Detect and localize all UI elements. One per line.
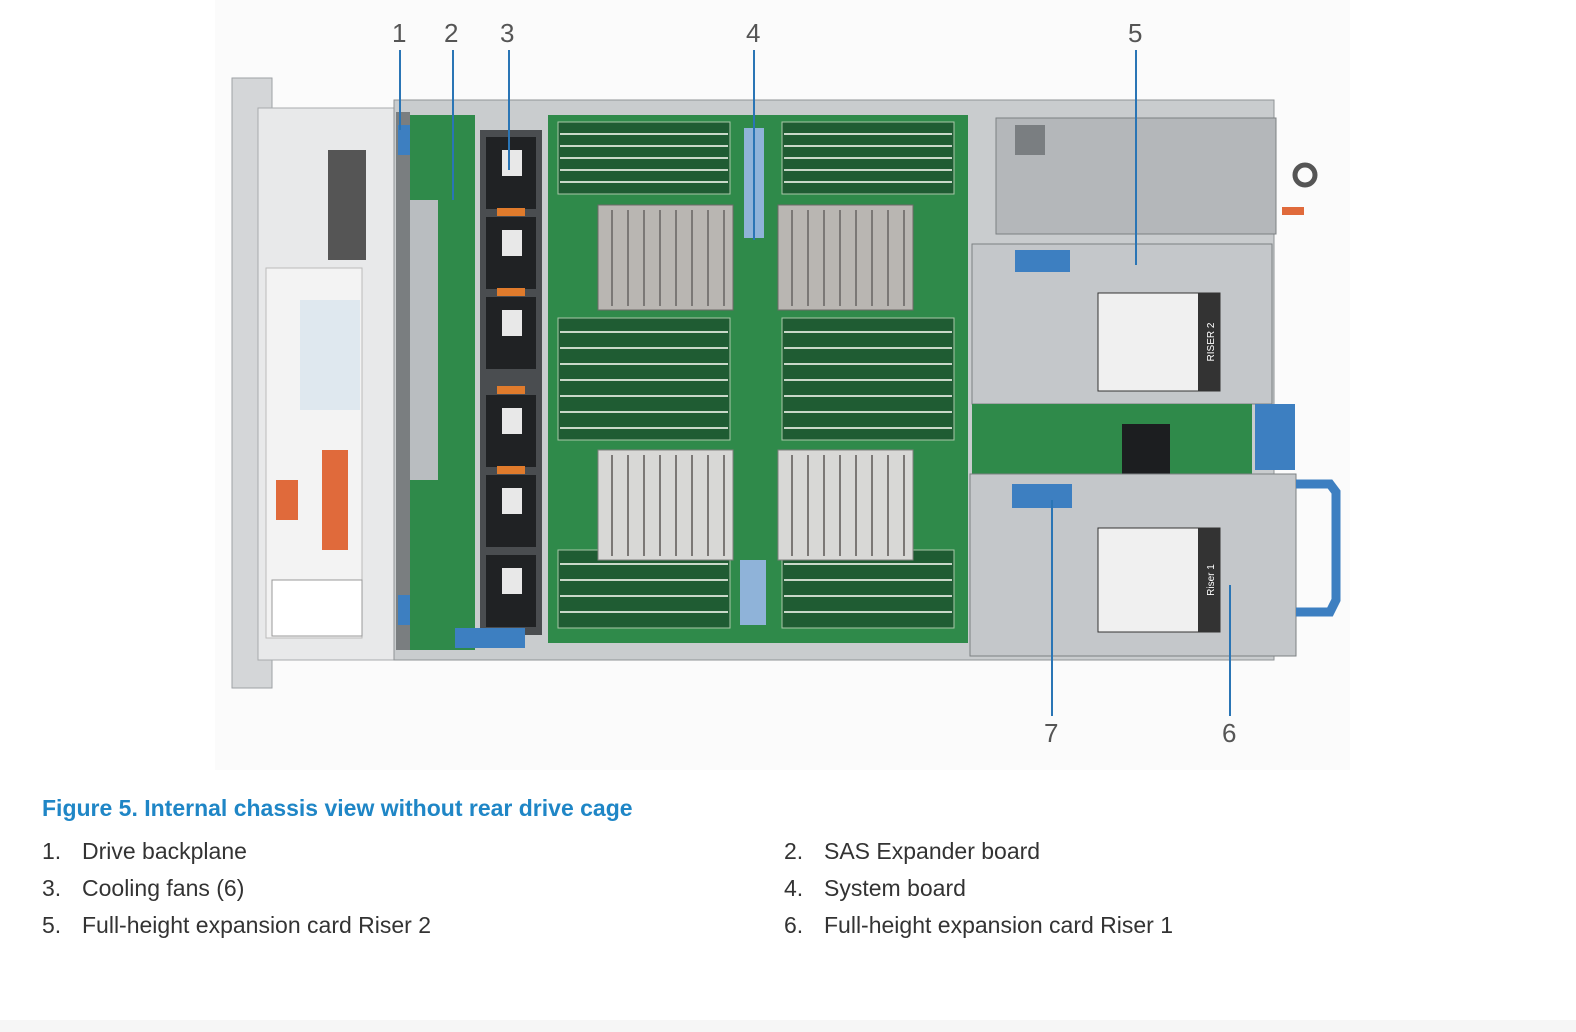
callout-7: 7 bbox=[1044, 718, 1059, 748]
chassis-illustration: RISER 2 Riser 1 bbox=[231, 50, 1341, 716]
legend-number: 4. bbox=[784, 875, 804, 901]
riser-1-cage: Riser 1 bbox=[969, 473, 1341, 657]
legend-item: 6. Full-height expansion card Riser 1 bbox=[784, 912, 1173, 939]
callout-2: 2 bbox=[444, 18, 459, 48]
legend-number: 6. bbox=[784, 912, 804, 938]
legend-label: SAS Expander board bbox=[824, 838, 1041, 864]
front-bezel bbox=[231, 77, 395, 689]
legend-label: Drive backplane bbox=[82, 838, 247, 864]
legend-item: 3. Cooling fans (6) bbox=[42, 875, 244, 902]
figure-caption: Figure 5. Internal chassis view without … bbox=[42, 795, 633, 821]
legend-label: Cooling fans (6) bbox=[82, 875, 245, 901]
legend-number: 2. bbox=[784, 838, 804, 864]
cooling-fan-cage bbox=[455, 130, 542, 648]
callout-1: 1 bbox=[392, 18, 407, 48]
chassis-figure: RISER 2 Riser 1 1 2 3 4 5 6 7 bbox=[231, 18, 1341, 748]
callout-5: 5 bbox=[1128, 18, 1143, 48]
sas-expander-board bbox=[410, 115, 475, 650]
legend-label: Full-height expansion card Riser 2 bbox=[82, 912, 432, 938]
legend-item: 2. SAS Expander board bbox=[784, 838, 1040, 865]
cpu-heatsinks bbox=[597, 204, 914, 561]
legend-label: Full-height expansion card Riser 1 bbox=[824, 912, 1174, 938]
legend-number: 5. bbox=[42, 912, 62, 938]
callout-leaders bbox=[399, 50, 1231, 716]
riser-2-cage: RISER 2 bbox=[971, 243, 1273, 405]
callout-6: 6 bbox=[1222, 718, 1237, 748]
legend-item: 4. System board bbox=[784, 875, 966, 902]
legend-number: 3. bbox=[42, 875, 62, 901]
page-bottom-edge bbox=[0, 1020, 1576, 1032]
callout-3: 3 bbox=[500, 18, 515, 48]
legend-number: 1. bbox=[42, 838, 62, 864]
riser-2-label: RISER 2 bbox=[1206, 322, 1217, 361]
legend-item: 5. Full-height expansion card Riser 2 bbox=[42, 912, 431, 939]
legend-item: 1. Drive backplane bbox=[42, 838, 247, 865]
callout-4: 4 bbox=[746, 18, 761, 48]
system-board bbox=[548, 115, 968, 643]
riser-1-label: Riser 1 bbox=[1206, 564, 1217, 596]
legend-label: System board bbox=[824, 875, 966, 901]
